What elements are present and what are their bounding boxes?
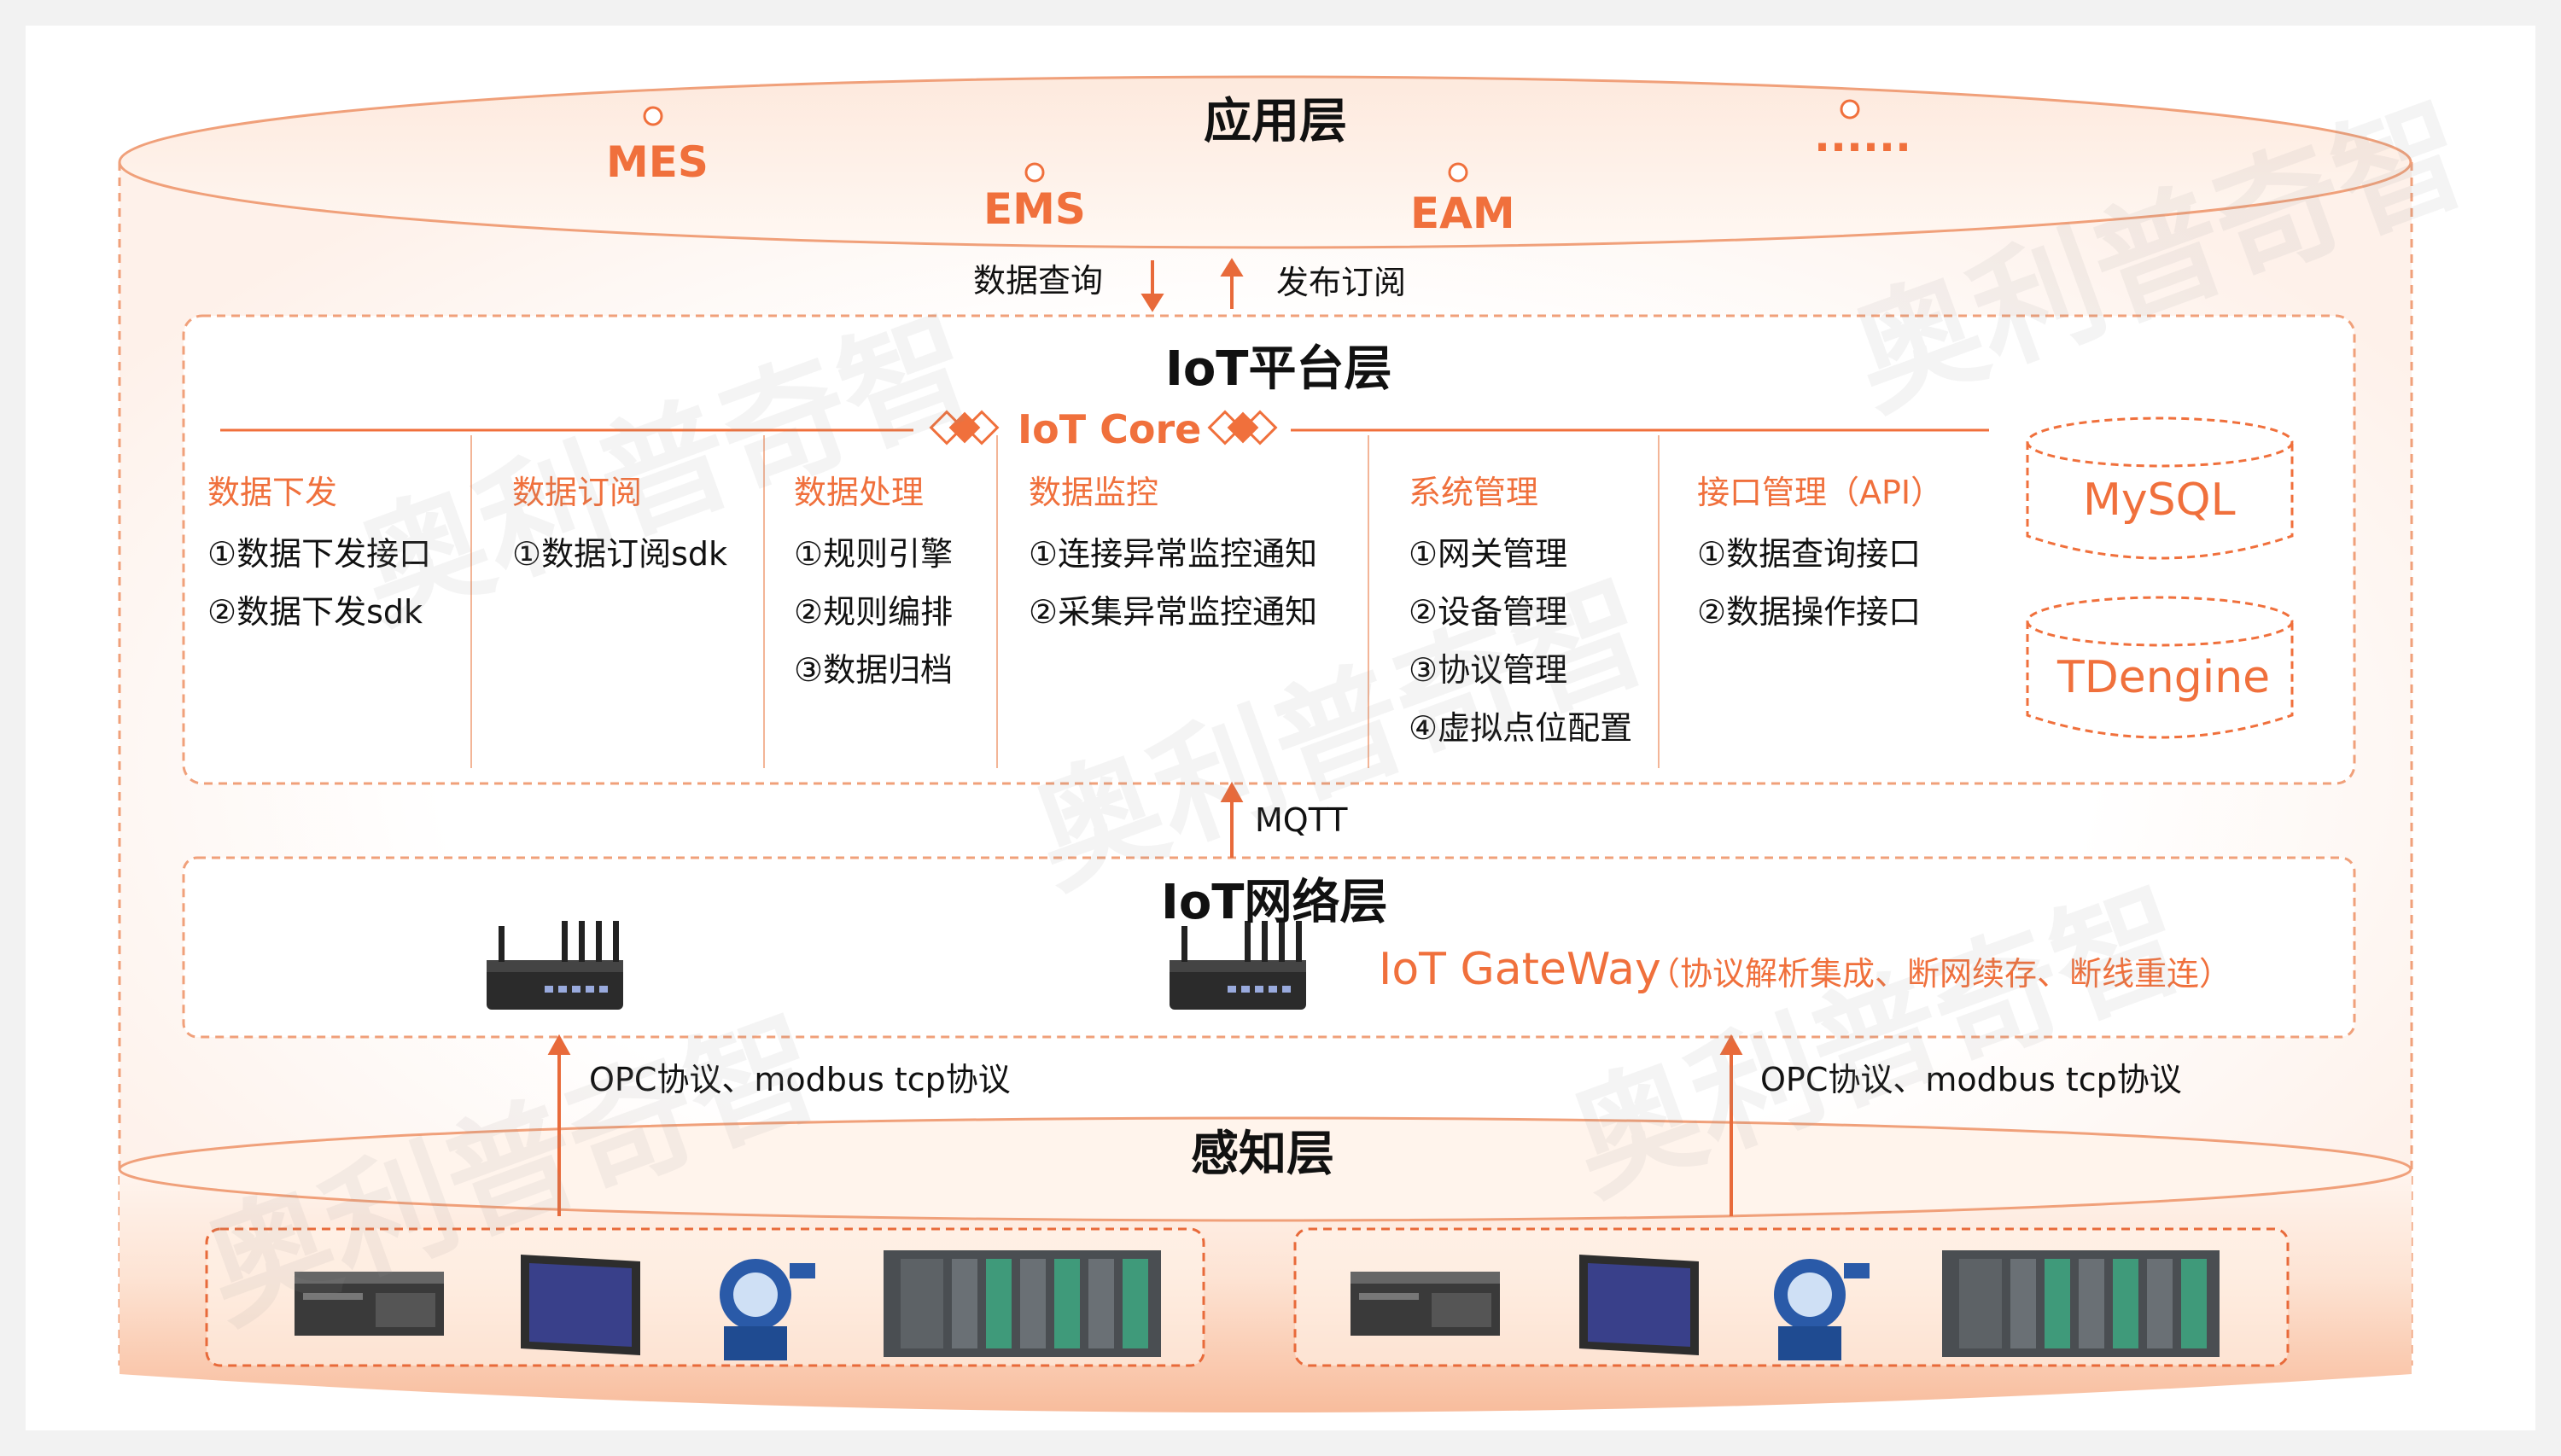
column-separators [470, 435, 1660, 768]
platform-layer-title: IoT平台层 [1165, 341, 1392, 397]
water-meter-icon [1774, 1259, 1870, 1360]
column-item: ①数据查询接口 [1697, 535, 1922, 573]
protocol-label-left: OPC协议、modbus tcp协议 [589, 1061, 1011, 1098]
publish-arrow [1220, 258, 1244, 309]
column-item: ④虚拟点位配置 [1409, 709, 1633, 747]
app-ems-label: EMS [983, 184, 1086, 234]
platform-box [182, 314, 2356, 785]
iot-core-label: IoT Core [1018, 406, 1202, 452]
column-item: ②设备管理 [1409, 593, 1568, 631]
query-label: 数据查询 [973, 262, 1104, 300]
hmi-panel-icon [521, 1255, 640, 1355]
column-category: 数据订阅 [512, 474, 643, 511]
app-dot-ems [1024, 162, 1045, 183]
core-diamond-left-icon [929, 410, 1000, 446]
app-eam-label: EAM [1410, 189, 1515, 238]
perception-layer-title: 感知层 [1191, 1127, 1334, 1182]
protocol-arrow-left [547, 1034, 571, 1216]
column-item: ①数据下发接口 [207, 535, 432, 573]
column-category: 数据监控 [1029, 474, 1159, 511]
router-icon-right [1170, 921, 1306, 1010]
app-dot-eam [1448, 162, 1468, 183]
industrial-pc-icon [295, 1272, 444, 1336]
column-item: ①规则引擎 [794, 535, 954, 573]
network-layer-title: IoT网络层 [1161, 875, 1388, 930]
column-category: 接口管理（API） [1697, 474, 1944, 511]
column-item: ①连接异常监控通知 [1029, 535, 1318, 573]
column-item: ②规则编排 [794, 593, 954, 631]
column-item: ①数据订阅sdk [512, 535, 727, 573]
router-icon-left [487, 921, 623, 1010]
network-box [182, 856, 2356, 1039]
column-item: ③协议管理 [1409, 651, 1568, 689]
water-meter-icon [720, 1259, 815, 1360]
gateway-label: IoT GateWay [1379, 944, 1661, 995]
column-category: 数据处理 [794, 474, 925, 511]
app-dot-mes [643, 106, 663, 126]
hmi-panel-icon [1579, 1255, 1699, 1355]
mysql-cylinder-icon [2026, 416, 2294, 560]
industrial-pc-icon [1351, 1272, 1500, 1336]
mqtt-arrow [1220, 781, 1244, 858]
application-ellipse [118, 75, 2412, 249]
column-category: 系统管理 [1409, 474, 1539, 511]
column-item: ①网关管理 [1409, 535, 1568, 573]
app-mes-label: MES [606, 137, 709, 187]
core-diamond-right-icon [1207, 410, 1278, 446]
column-item: ②采集异常监控通知 [1029, 593, 1318, 631]
column-category: 数据下发 [207, 474, 338, 511]
perception-top-ellipse [118, 1116, 2412, 1222]
column-item: ③数据归档 [794, 651, 954, 689]
gateway-note: （协议解析集成、断网续存、断线重连） [1648, 955, 2232, 993]
protocol-label-right: OPC协议、modbus tcp协议 [1760, 1061, 2182, 1098]
mqtt-label: MQTT [1255, 801, 1348, 839]
plc-rack-icon [884, 1250, 1161, 1357]
tdengine-cylinder-icon [2026, 596, 2294, 739]
column-item: ②数据操作接口 [1697, 593, 1922, 631]
app-dot-more [1840, 99, 1860, 119]
application-layer-title: 应用层 [1204, 94, 1347, 149]
query-arrow [1140, 260, 1164, 312]
tdengine-label: TDengine [2057, 652, 2271, 703]
column-item: ②数据下发sdk [207, 593, 423, 631]
app-more-label: ...... [1814, 112, 1911, 161]
mysql-label: MySQL [2083, 475, 2236, 526]
plc-rack-icon [1942, 1250, 2220, 1357]
protocol-arrow-right [1719, 1034, 1743, 1216]
publish-label: 发布订阅 [1276, 264, 1407, 301]
